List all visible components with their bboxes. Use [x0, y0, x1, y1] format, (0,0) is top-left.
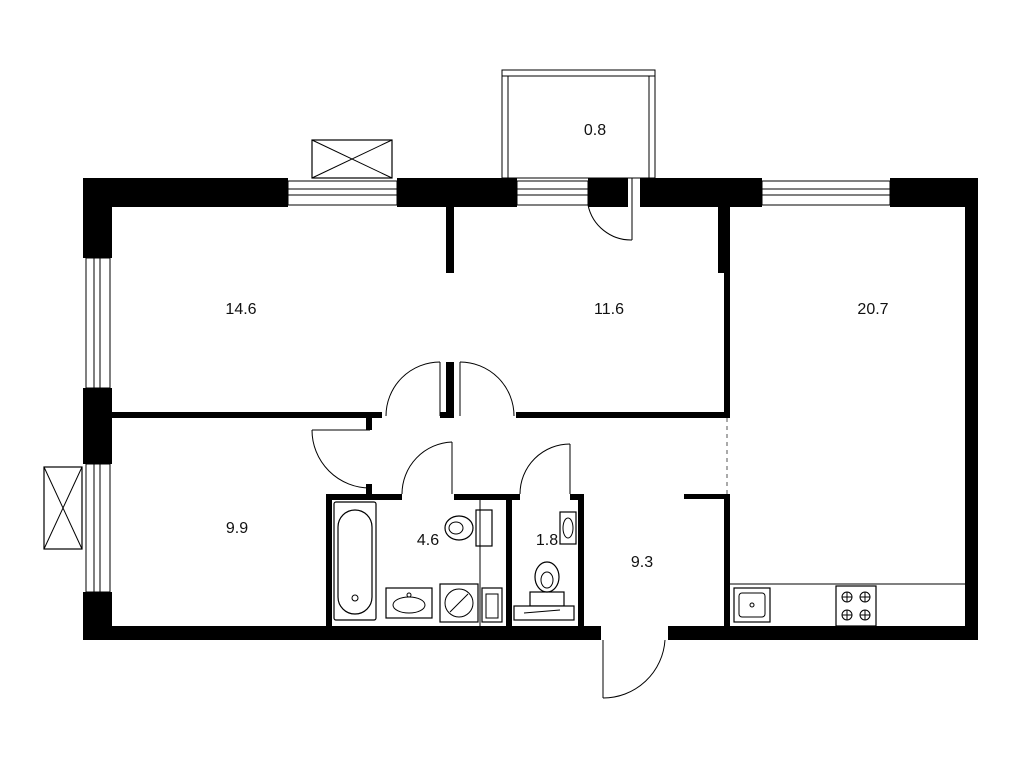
door-bedroom-center: [459, 361, 515, 417]
window-balcony: [516, 180, 589, 206]
door-bathroom: [401, 441, 453, 495]
partition-14-11: [446, 207, 454, 273]
ac-unit-left: [43, 466, 83, 550]
toilet-right-wall: [578, 494, 584, 628]
wall-top-left: [83, 178, 288, 207]
door-entrance: [602, 639, 666, 699]
shelf-wc: [513, 605, 575, 621]
room-labels: 14.6 11.6 20.7 9.9 4.6 1.8 9.3 0.8: [225, 122, 888, 571]
toilet-wc: [529, 561, 565, 607]
room-area-toilet: 1.8: [536, 532, 558, 549]
door-toilet: [519, 443, 571, 495]
window-left-top: [85, 257, 111, 389]
room-area-living-kitchen: 20.7: [857, 301, 888, 318]
stove: [835, 585, 877, 627]
room-area-hallway: 9.3: [631, 554, 653, 571]
wall-top-mid: [588, 178, 628, 207]
interior-partitions: [112, 207, 730, 628]
window-top-right: [761, 180, 891, 206]
wall-top-mid-left: [397, 178, 517, 207]
window-top-left: [287, 180, 398, 206]
wall-bottom-right: [668, 626, 978, 640]
sink-wc: [559, 511, 577, 545]
balcony: [501, 69, 656, 179]
kitchen-sink: [733, 587, 771, 623]
wall-right: [965, 178, 978, 640]
room-area-balcony: 0.8: [584, 122, 606, 139]
door-bedroom-nw: [385, 361, 441, 417]
room-area-bedroom-sw: 9.9: [226, 520, 248, 537]
partition-11-20: [718, 207, 728, 273]
exterior-walls: [83, 178, 978, 640]
wall-top-right-b: [890, 178, 978, 207]
doors: [311, 178, 666, 699]
wall-bottom-left: [83, 626, 601, 640]
toilet-bathroom: [444, 509, 493, 547]
partition-14-9: [112, 412, 382, 418]
sink-bathroom: [385, 587, 433, 619]
washing-machine: [439, 583, 479, 623]
wall-left-top: [83, 178, 112, 258]
partition-9-bath: [326, 494, 332, 628]
ac-unit-top: [311, 139, 393, 179]
windows: [85, 180, 891, 593]
room-area-bathroom: 4.6: [417, 532, 439, 549]
window-left-bottom: [85, 463, 111, 593]
water-heater: [481, 587, 503, 623]
door-bedroom-sw: [311, 429, 371, 489]
wall-left-mid: [83, 388, 112, 464]
bath-top-wall: [326, 494, 402, 500]
door-balcony: [587, 178, 633, 241]
room-area-bedroom-center: 11.6: [594, 301, 624, 318]
kitchen-wall: [724, 494, 730, 628]
room-area-bedroom-nw: 14.6: [225, 301, 256, 318]
bathtub: [333, 501, 377, 621]
wall-top-right-a: [640, 178, 762, 207]
